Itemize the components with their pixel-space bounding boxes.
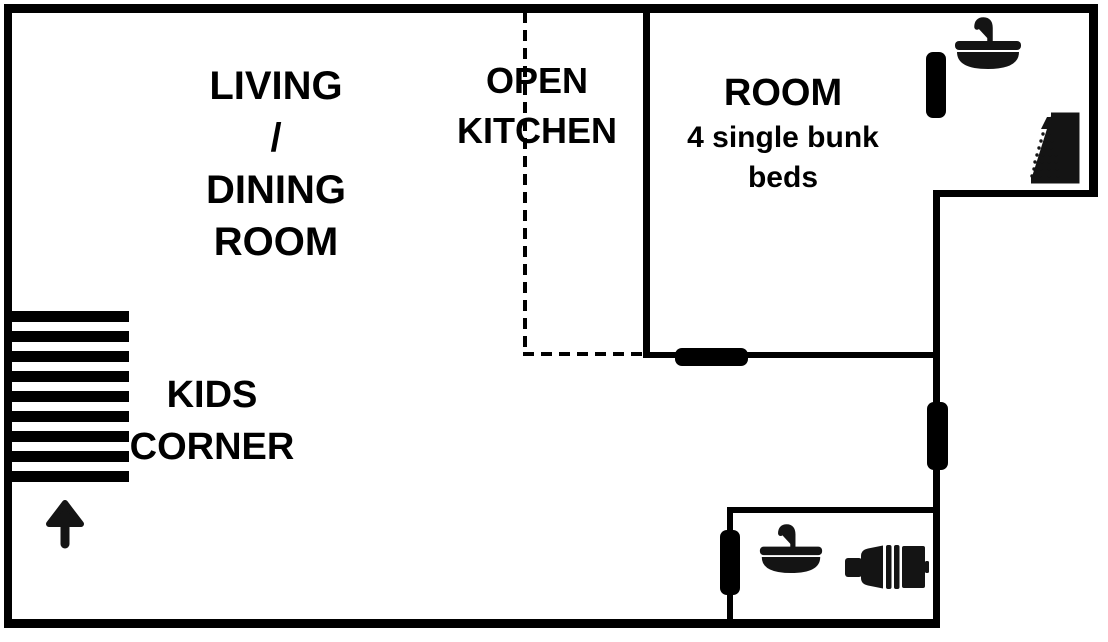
toilet-bowl: [861, 545, 883, 589]
kids-corner-line-2: CORNER: [129, 426, 295, 468]
toilet-tank: [902, 546, 925, 588]
sink-icon: [955, 17, 1021, 69]
toilet-icon: [845, 545, 929, 589]
living-dining-room-label: LIVING / DINING ROOM: [136, 60, 416, 268]
door-bathroom-bottom: [720, 530, 740, 595]
wall-bunkroom-left: [643, 4, 650, 358]
sink-bowl: [761, 556, 821, 574]
living-dining-line-1: LIVING: [209, 64, 343, 108]
sink-bowl: [957, 52, 1019, 69]
shower-icon: [1030, 112, 1080, 184]
wall-right-upper: [1089, 4, 1098, 197]
sink-faucet: [974, 17, 993, 44]
toilet-seat-bar: [886, 545, 892, 589]
door-bathroom-top: [926, 52, 946, 118]
wall-bathroom-top-bottom: [933, 190, 1098, 197]
living-dining-line-2: /: [270, 116, 282, 160]
bunk-room-title: ROOM: [723, 72, 843, 114]
wall-bottom: [4, 619, 940, 628]
bunk-room-description-line-1: 4 single bunk: [687, 121, 879, 154]
wall-top: [4, 4, 1098, 13]
shower-enclosure: [1031, 112, 1080, 184]
open-kitchen-label: OPEN KITCHEN: [427, 56, 647, 156]
living-dining-line-4: ROOM: [213, 220, 339, 264]
sink-counter: [759, 546, 823, 556]
wall-bathroom-bottom-top: [727, 507, 940, 513]
kids-corner-stripes: [12, 311, 129, 484]
sink-counter: [955, 41, 1021, 50]
toilet-flush: [845, 558, 862, 577]
shower-head: [1041, 117, 1059, 129]
toilet-seat-bar: [894, 545, 900, 589]
sink-faucet: [778, 524, 796, 550]
wall-left: [4, 4, 12, 628]
toilet-nub: [925, 561, 929, 573]
wall-bunkroom-bottom: [643, 352, 940, 358]
entrance-arrow-icon: [46, 500, 84, 549]
kids-corner-line-1: KIDS: [166, 374, 258, 416]
door-bunkroom: [675, 348, 748, 366]
kids-corner-label: KIDS CORNER: [92, 369, 332, 473]
sink-icon: [759, 524, 823, 574]
bunk-room-label: ROOM 4 single bunk beds: [658, 68, 908, 198]
living-dining-line-3: DINING: [206, 168, 346, 212]
open-kitchen-line-1: OPEN: [485, 60, 589, 101]
door-hallway-right: [927, 402, 948, 470]
bunk-room-description-line-2: beds: [747, 161, 819, 194]
open-kitchen-line-2: KITCHEN: [457, 110, 617, 151]
